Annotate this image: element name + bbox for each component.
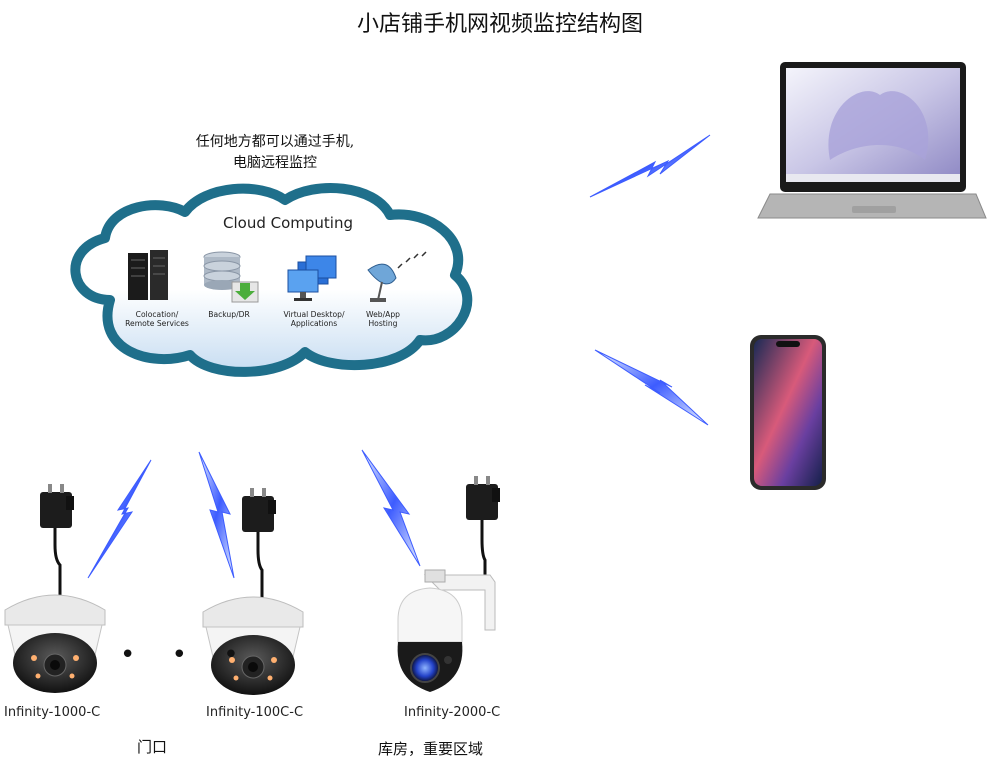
- power-adapter-icon: [40, 484, 74, 595]
- service-label-web-hosting: Web/App Hosting: [340, 310, 426, 328]
- laptop-icon: [757, 62, 987, 219]
- service-label-line: Colocation/: [135, 310, 179, 319]
- server-rack-icon: [128, 250, 168, 300]
- camera-model-label: Infinity-2000-C: [404, 705, 501, 720]
- dome-camera-icon: [4, 594, 106, 693]
- service-label-line: Hosting: [368, 319, 398, 328]
- service-label-line: Virtual Desktop/: [283, 310, 345, 319]
- wireless-link-camera-3: [361, 449, 421, 567]
- smartphone-icon: [750, 335, 826, 490]
- wireless-link-camera-1: [87, 459, 152, 579]
- database-backup-icon: [203, 251, 259, 303]
- wireless-link-camera-2: [198, 451, 235, 579]
- ptz-camera-icon: [397, 569, 496, 692]
- wireless-link-phone: [594, 349, 709, 426]
- camera-model-label: Infinity-100C-C: [206, 705, 304, 720]
- location-label-storage: 库房，重要区域: [378, 740, 484, 758]
- more-cameras-ellipsis: • • •: [120, 640, 253, 670]
- cloud-title: Cloud Computing: [223, 214, 353, 232]
- virtual-desktop-icon: [287, 255, 337, 301]
- service-label-line: Remote Services: [125, 319, 189, 328]
- remote-note-line-1: 任何地方都可以通过手机,: [195, 134, 355, 150]
- diagram-title: 小店铺手机网视频监控结构图: [356, 12, 643, 37]
- service-label-line: Applications: [290, 319, 338, 328]
- remote-note: 任何地方都可以通过手机, 电脑远程监控: [150, 132, 400, 174]
- location-label-door: 门口: [137, 738, 168, 756]
- service-label-line: Backup/DR: [208, 310, 250, 319]
- remote-note-line-2: 电脑远程监控: [233, 155, 317, 171]
- satellite-dish-icon: [367, 251, 427, 302]
- cloud-shape: [70, 183, 473, 377]
- wireless-link-laptop: [589, 134, 711, 198]
- service-label-backup: Backup/DR: [186, 310, 272, 319]
- power-adapter-icon: [466, 476, 500, 582]
- service-label-virtual-desktop: Virtual Desktop/ Applications: [271, 310, 357, 328]
- service-label-colocation: Colocation/ Remote Services: [114, 310, 200, 328]
- service-label-line: Web/App: [366, 310, 400, 319]
- dome-camera-icon: [202, 596, 304, 695]
- camera-model-label: Infinity-1000-C: [4, 705, 101, 720]
- power-adapter-icon: [242, 488, 276, 598]
